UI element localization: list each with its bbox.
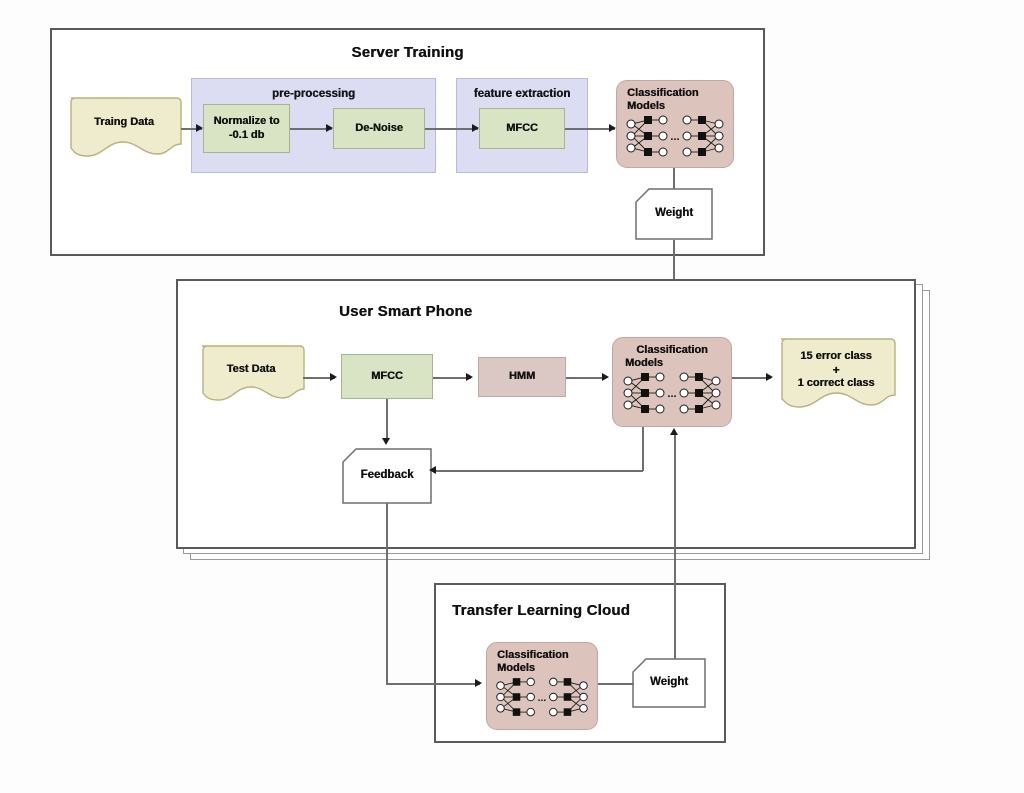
panel-title-server-training: Server Training — [351, 44, 464, 61]
shape-training-data: Traing Data — [65, 96, 183, 162]
model-classification-server-title: Classification Models — [621, 87, 729, 112]
connector-mfcc-to-classification-server — [565, 128, 615, 130]
connector-mfcc-to-hmm — [433, 377, 471, 379]
process-normalize-line1: Normalize to — [213, 114, 280, 127]
model-classification-server-title-line2: Models — [627, 99, 665, 112]
shape-feedback: Feedback — [342, 448, 432, 504]
arrowhead-classification-phone-left-in — [602, 373, 609, 381]
connector-testdata-to-mfcc — [303, 377, 335, 379]
connector-mfcc-to-feedback — [386, 399, 388, 441]
arrowhead-normalize-in — [196, 124, 203, 132]
connector-feedback-down-to-cloud — [386, 503, 388, 684]
connector-classification-phone-to-feedback — [435, 470, 643, 472]
shape-weight-cloud: Weight — [632, 658, 706, 708]
arrowhead-classification-phone-bottom-in — [670, 428, 678, 435]
panel-title-transfer-learning-cloud: Transfer Learning Cloud — [452, 602, 630, 619]
process-hmm: HMM — [478, 357, 566, 397]
neural-network-icon: ... — [626, 115, 724, 157]
model-classification-phone-title: Classification Models — [617, 344, 727, 369]
neural-network-icon: ... — [623, 372, 721, 414]
connector-classification-server-to-weight — [673, 168, 675, 189]
connector-denoise-to-mfcc — [425, 128, 478, 130]
connector-classification-phone-down — [642, 427, 644, 471]
shape-output-classes: 15 error class + 1 correct class — [776, 337, 896, 415]
process-mfcc-phone: MFCC — [341, 354, 433, 399]
arrowhead-output-in — [766, 373, 773, 381]
model-classification-cloud: Classification Models — [486, 642, 598, 730]
model-classification-cloud-title: Classification Models — [491, 649, 593, 674]
group-feature-extraction-label: feature extraction — [473, 88, 571, 100]
arrowhead-classification-server-in — [609, 124, 616, 132]
arrowhead-denoise-in — [326, 124, 333, 132]
shape-weight-server: Weight — [635, 188, 713, 240]
connector-normalize-to-denoise — [290, 128, 332, 130]
panel-title-user-smart-phone: User Smart Phone — [339, 303, 473, 320]
model-classification-cloud-title-line2: Models — [497, 661, 535, 674]
process-normalize-line2: -0.1 db — [228, 128, 265, 141]
connector-classification-phone-to-output — [732, 377, 771, 379]
arrowhead-mfcc-server-in — [472, 124, 479, 132]
arrowhead-cloud-classification-in — [475, 679, 482, 687]
group-feature-extraction: feature extraction — [456, 78, 588, 173]
process-normalize: Normalize to -0.1 db — [203, 104, 290, 153]
shape-test-data: Test Data — [197, 344, 305, 406]
arrowhead-mfcc-phone-in — [330, 373, 337, 381]
neural-network-ellipsis: ... — [670, 131, 679, 143]
connector-hmm-to-classification-phone — [566, 377, 606, 379]
arrowhead-hmm-in — [466, 373, 473, 381]
model-classification-server-title-line1: Classification — [627, 87, 699, 99]
model-classification-phone-title-line1: Classification — [636, 344, 708, 356]
model-classification-cloud-title-line1: Classification — [497, 649, 569, 661]
model-classification-server: Classification Models — [616, 80, 734, 168]
neural-network-icon: ... — [496, 677, 588, 717]
neural-network-ellipsis: ... — [538, 693, 547, 704]
connector-classification-cloud-to-weight — [598, 683, 634, 685]
process-denoise: De-Noise — [333, 108, 425, 149]
model-classification-phone-title-line2: Models — [625, 356, 663, 369]
panel-user-smart-phone: User Smart Phone — [176, 279, 916, 549]
neural-network-ellipsis: ... — [667, 388, 676, 400]
process-mfcc-server-label: MFCC — [506, 121, 538, 134]
process-denoise-label: De-Noise — [355, 121, 403, 134]
arrowhead-feedback-top-in — [382, 438, 390, 445]
process-mfcc-phone-label: MFCC — [371, 369, 403, 382]
group-preprocessing-label: pre-processing — [271, 88, 356, 100]
process-hmm-label: HMM — [508, 370, 536, 383]
model-classification-phone: Classification Models — [612, 337, 732, 427]
connector-feedback-to-cloud-classification — [386, 683, 480, 685]
process-mfcc-server: MFCC — [479, 108, 565, 149]
connector-cloud-weight-to-phone — [674, 434, 676, 659]
arrowhead-feedback-right-in — [429, 466, 436, 474]
connector-training-to-normalize — [181, 128, 202, 130]
